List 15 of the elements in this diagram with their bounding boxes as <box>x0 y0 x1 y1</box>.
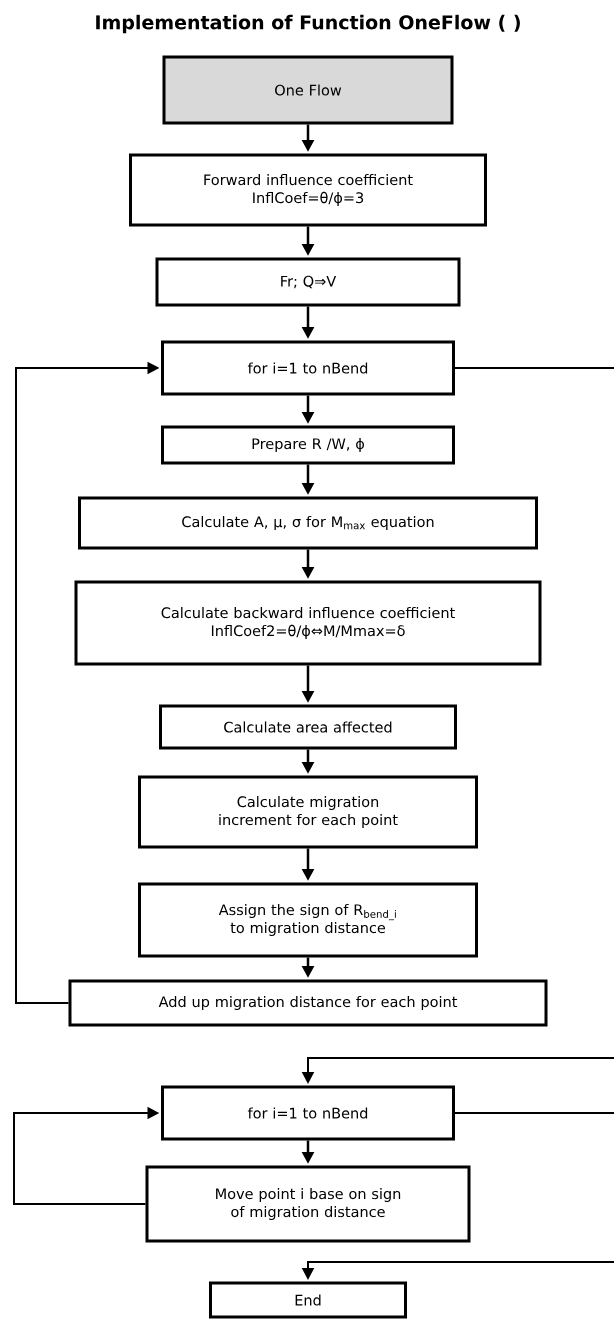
process-box: Add up migration distance for each point <box>68 979 548 1027</box>
process-box: for i=1 to nBend <box>161 1085 455 1141</box>
process-box: Forward influence coefficient InflCoef=θ/ϕ=3 <box>129 153 487 227</box>
process-box: Calculate A, μ, σ for M$_{max}$ equation <box>78 496 538 550</box>
process-box: Assign the sign of R$_{bend_i}$ to migration distance <box>138 882 478 958</box>
process-box: for i=1 to nBend <box>161 340 455 396</box>
process-box: Calculate backward influence coefficient InflCoef2=θ/ϕ⇔M/Mmax=δ <box>74 580 542 666</box>
start-box: One Flow <box>162 55 454 125</box>
process-box: Move point i base on sign of migration distance <box>145 1165 471 1243</box>
process-box: Prepare R /W, ϕ <box>161 425 455 465</box>
title: Implementation of Function OneFlow ( ) <box>96 14 520 34</box>
process-box: Calculate area affected <box>159 704 457 750</box>
process-box: Fr; Q⇒V <box>155 257 461 307</box>
process-box: Calculate migration increment for each point <box>138 775 478 849</box>
end-box: End <box>209 1281 407 1319</box>
